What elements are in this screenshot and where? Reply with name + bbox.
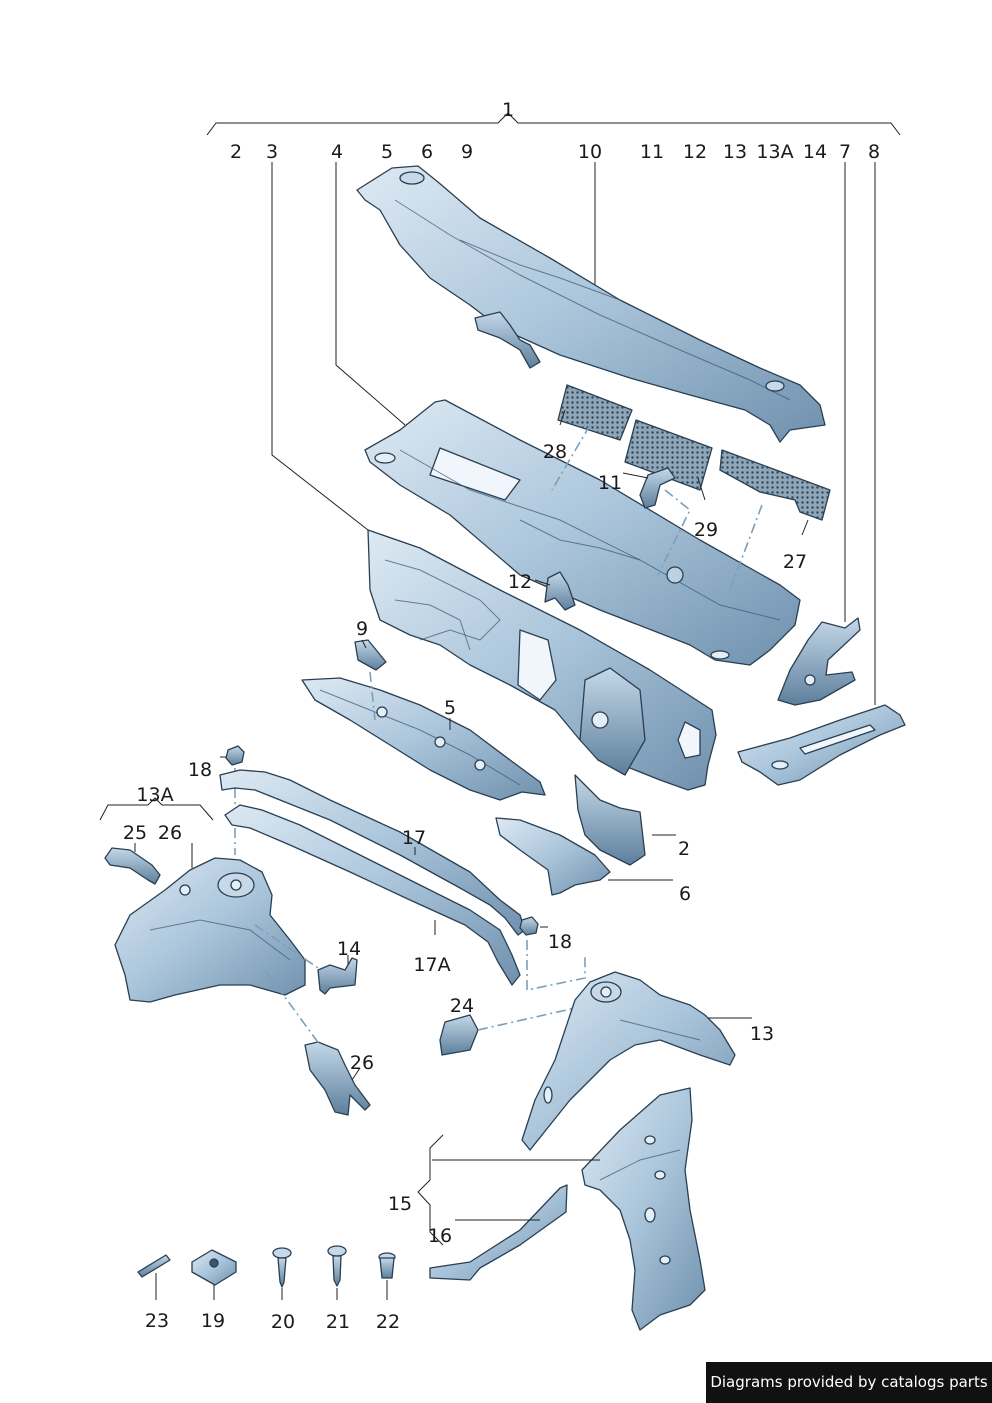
bracket-25 xyxy=(104,847,161,885)
strut-tower-13A xyxy=(114,857,306,1003)
strut-tower-13 xyxy=(521,971,736,1151)
label-2: 2 xyxy=(230,141,242,163)
label-17: 17 xyxy=(402,827,426,849)
strut-17 xyxy=(219,769,526,936)
label-14: 14 xyxy=(803,141,827,163)
label-10: 10 xyxy=(578,141,602,163)
label-26b: 26 xyxy=(350,1052,374,1074)
label-13A: 13A xyxy=(756,141,793,163)
label-12: 12 xyxy=(683,141,707,163)
label-5b: 5 xyxy=(444,697,456,719)
label-13b: 13 xyxy=(750,1023,774,1045)
dash-line-24 xyxy=(477,1007,576,1031)
bracket-11 xyxy=(639,467,676,509)
dash-line-9 xyxy=(369,671,376,721)
leader-28 xyxy=(559,409,566,426)
part-2 xyxy=(574,774,646,866)
label-6: 6 xyxy=(421,141,433,163)
screw-21 xyxy=(327,1245,347,1300)
label-4: 4 xyxy=(331,141,343,163)
label-9b: 9 xyxy=(356,618,368,640)
label-9: 9 xyxy=(461,141,473,163)
label-28: 28 xyxy=(543,441,567,463)
bulkhead-panel xyxy=(367,529,717,791)
label-16: 16 xyxy=(428,1225,452,1247)
label-12b: 12 xyxy=(508,571,532,593)
nut-18-bottom xyxy=(519,916,539,936)
label-29: 29 xyxy=(694,519,718,541)
plenum-panel xyxy=(356,165,826,443)
label-13A-b: 13A xyxy=(136,784,173,806)
dash-line-26 xyxy=(264,969,321,1046)
nut-18-top xyxy=(220,745,245,766)
nut-19 xyxy=(191,1249,237,1300)
label-11: 11 xyxy=(640,141,664,163)
bracket-12 xyxy=(544,571,576,611)
leader-11b xyxy=(622,472,649,479)
label-17A: 17A xyxy=(413,954,450,976)
sill-8-hole xyxy=(771,760,789,770)
credit-banner: Diagrams provided by catalogs parts xyxy=(706,1362,992,1403)
leader-27 xyxy=(801,519,809,536)
clip-23 xyxy=(137,1254,171,1300)
patch-24 xyxy=(439,1014,479,1056)
dash-line-28 xyxy=(551,424,591,491)
leader-26b xyxy=(351,1067,361,1081)
label-24: 24 xyxy=(450,995,474,1017)
label-26a: 26 xyxy=(158,822,182,844)
label-19: 19 xyxy=(201,1310,225,1332)
label-11b: 11 xyxy=(598,472,622,494)
bracket-7 xyxy=(777,617,861,706)
pad-27 xyxy=(719,449,831,521)
label-13: 13 xyxy=(723,141,747,163)
label-23: 23 xyxy=(145,1310,169,1332)
pillar-15 xyxy=(581,1087,706,1331)
reinforcement-16 xyxy=(429,1184,568,1281)
label-5: 5 xyxy=(381,141,393,163)
dash-line-14 xyxy=(254,924,319,969)
leader-3 xyxy=(271,162,369,531)
leader-12b xyxy=(534,579,551,586)
pad-28 xyxy=(557,384,633,441)
label-22: 22 xyxy=(376,1311,400,1333)
bracket-14 xyxy=(317,957,358,995)
screw-20 xyxy=(272,1247,292,1300)
sill-8-slot xyxy=(799,724,876,755)
leader-9b xyxy=(361,639,367,649)
part-6 xyxy=(495,817,611,896)
dash-line-18b xyxy=(526,940,586,991)
strut-17A xyxy=(224,804,521,986)
dash-line-27 xyxy=(729,504,763,591)
bracket-9 xyxy=(354,639,387,671)
label-20: 20 xyxy=(271,1311,295,1333)
label-21: 21 xyxy=(326,1311,350,1333)
group-bracket-1 xyxy=(206,112,901,136)
label-2b: 2 xyxy=(678,838,690,860)
label-6b: 6 xyxy=(679,883,691,905)
label-14b: 14 xyxy=(337,938,361,960)
label-3: 3 xyxy=(266,141,278,163)
group-bracket-15 xyxy=(417,1134,444,1246)
label-1: 1 xyxy=(502,99,514,121)
cross-member-5 xyxy=(301,677,546,801)
dash-line-11 xyxy=(657,489,692,576)
label-7: 7 xyxy=(839,141,851,163)
label-18a: 18 xyxy=(188,759,212,781)
label-8: 8 xyxy=(868,141,880,163)
label-25: 25 xyxy=(123,822,147,844)
leader-29 xyxy=(697,477,706,501)
bulkhead-upper-panel xyxy=(364,399,801,666)
pad-29 xyxy=(624,419,713,491)
group-bracket-13A xyxy=(99,797,214,821)
label-27: 27 xyxy=(783,551,807,573)
bracket-26 xyxy=(304,1041,371,1116)
label-15: 15 xyxy=(388,1193,412,1215)
bracket-7-hole xyxy=(804,674,816,686)
label-18b: 18 xyxy=(548,931,572,953)
bolt-22 xyxy=(378,1252,396,1300)
leader-4 xyxy=(335,162,406,426)
